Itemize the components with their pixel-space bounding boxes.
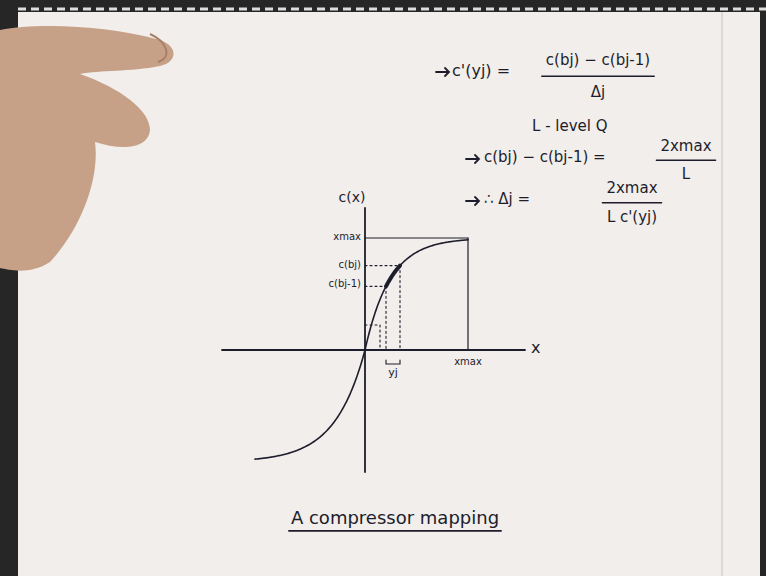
fraction-bar <box>542 75 654 77</box>
axis-label: yj <box>388 367 398 379</box>
equation-text: L c'(yj) <box>607 209 657 226</box>
paper-sheet <box>18 12 760 576</box>
highlighted-segment <box>386 266 400 287</box>
fraction-bar <box>602 202 661 204</box>
axis-label: c(bj-1) <box>329 278 361 289</box>
equation-text: c(bj) − c(bj-1) = <box>484 149 606 166</box>
guide-line <box>379 325 380 350</box>
arrow-mark <box>466 197 479 205</box>
fraction-bar <box>656 159 715 161</box>
frame-edge <box>18 8 766 11</box>
guide-line <box>385 286 386 350</box>
axis-label: c(bj) <box>339 259 361 270</box>
equation-text: c'(yj) = <box>452 62 510 80</box>
guide-line <box>365 286 386 287</box>
page-fold <box>721 12 723 576</box>
equation-text: ∴ Δj = <box>484 191 530 208</box>
y-axis <box>364 208 366 472</box>
interval-bracket <box>386 360 400 364</box>
hand <box>0 26 174 271</box>
hand-nail <box>150 34 166 62</box>
equation-text: L - level Q <box>532 118 608 135</box>
xmax-drop-line <box>467 238 468 350</box>
axis-label: x <box>531 339 540 357</box>
arrow-mark <box>466 155 479 163</box>
compressor-curve <box>255 240 468 459</box>
equation-text: 2xmax <box>660 138 711 155</box>
equation-text: c(bj) − c(bj-1) <box>546 52 650 69</box>
axis-label: xmax <box>454 356 482 367</box>
guide-line <box>399 266 400 350</box>
x-axis <box>222 349 525 351</box>
guide-line <box>365 324 380 325</box>
guide-line <box>365 265 400 266</box>
axis-label: xmax <box>333 231 361 242</box>
equation-text: 2xmax <box>606 180 657 197</box>
arrow-mark <box>436 68 449 76</box>
equation-text: L <box>682 166 690 183</box>
equation-text: Δj <box>591 84 605 101</box>
axis-label: c(x) <box>339 190 366 205</box>
caption-underline <box>289 530 501 532</box>
caption: A compressor mapping <box>291 508 499 528</box>
xmax-level-line <box>365 237 468 238</box>
